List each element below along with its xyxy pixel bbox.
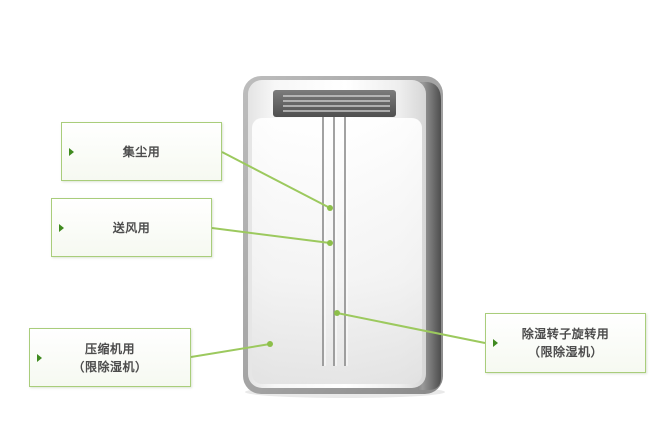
label-box-rotor: 除湿转子旋转用 （限除湿机） (485, 313, 646, 373)
label-box-compressor: 压缩机用 （限除湿机） (29, 328, 191, 387)
label-text-compressor: 压缩机用 （限除湿机） (72, 340, 147, 376)
label-line: 送风用 (112, 220, 151, 235)
leader-line-rotor (336, 312, 486, 344)
leader-dot-compressor (267, 341, 273, 347)
top-vent (273, 90, 396, 117)
leader-line-fan (211, 227, 331, 244)
label-line-note: （限除湿机） (72, 359, 148, 374)
label-text-rotor: 除湿转子旋转用 （限除湿机） (522, 325, 610, 361)
triangle-right-icon (493, 339, 498, 347)
triangle-right-icon (69, 147, 74, 156)
label-line: 集尘用 (122, 144, 161, 159)
leader-dot-fan (327, 240, 333, 246)
label-box-fan: 送风用 (51, 198, 212, 257)
leader-dots (267, 205, 340, 347)
front-panel (252, 118, 422, 384)
label-line-note: （限除湿机） (527, 345, 603, 359)
leader-dot-rotor (334, 310, 340, 316)
triangle-right-icon (37, 353, 42, 362)
label-line: 除湿转子旋转用 (521, 327, 610, 341)
label-text-fan: 送风用 (113, 219, 151, 237)
label-line: 压缩机用 (84, 341, 135, 356)
label-box-dust-collection: 集尘用 (61, 122, 222, 181)
label-text-dust: 集尘用 (123, 143, 161, 161)
leader-line-dust (221, 151, 331, 209)
leader-dot-dust (327, 205, 333, 211)
leader-lines (190, 151, 486, 358)
triangle-right-icon (59, 223, 64, 232)
leader-line-compressor (190, 343, 271, 358)
